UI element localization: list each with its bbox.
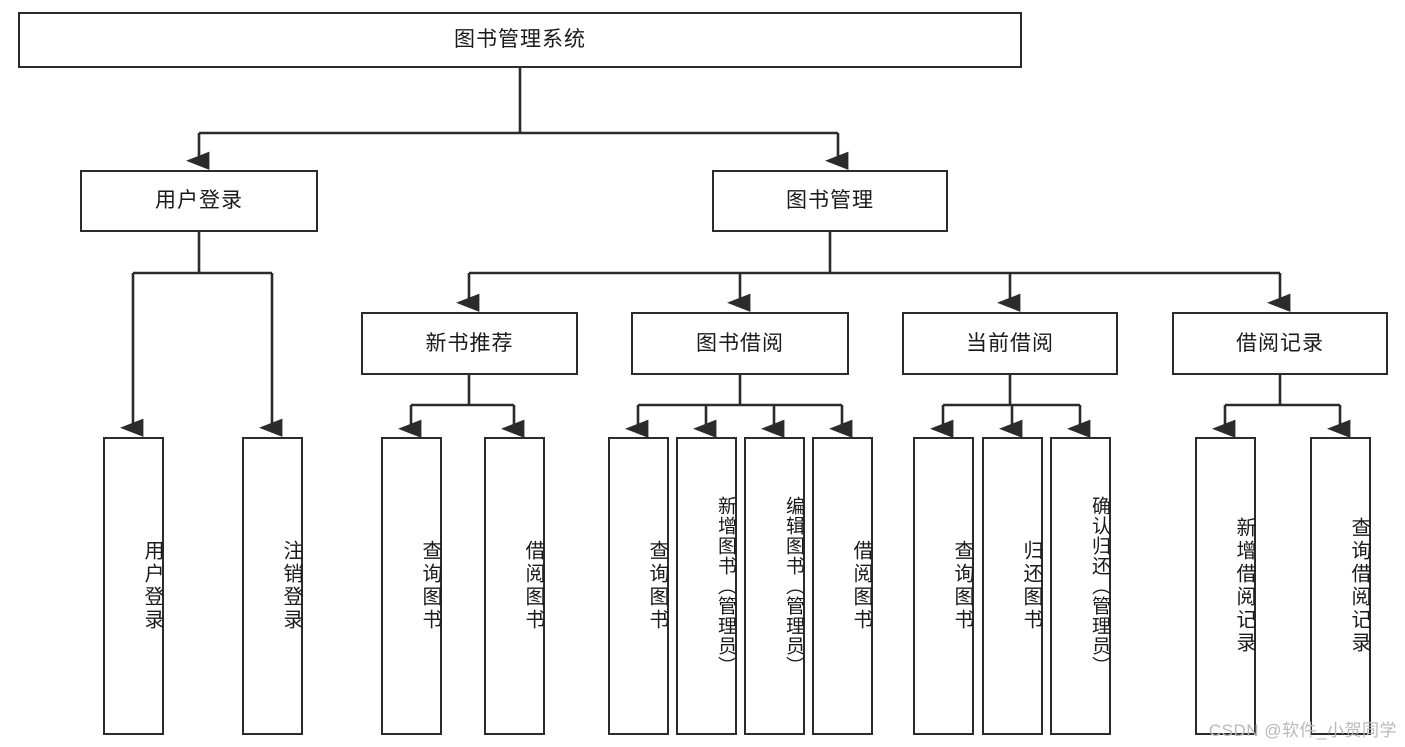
node-user-login[interactable]: 用户登录	[80, 170, 318, 232]
node-new-book-recommend[interactable]: 新书推荐	[361, 312, 578, 375]
node-label: 用户登录	[141, 540, 163, 632]
leaf-current-borrow-query-book[interactable]: 查询图书	[913, 437, 974, 735]
leaf-book-borrow-edit-book-admin[interactable]: 编辑图书（管理员）	[744, 437, 805, 735]
node-book-management[interactable]: 图书管理	[712, 170, 948, 232]
node-current-borrow[interactable]: 当前借阅	[902, 312, 1118, 375]
node-label: 新书推荐	[425, 331, 514, 355]
leaf-book-borrow-add-book-admin[interactable]: 新增图书（管理员）	[676, 437, 737, 735]
node-label: 注销登录	[280, 540, 302, 632]
node-label: 查询图书	[419, 540, 441, 632]
node-label: 借阅图书	[850, 540, 872, 632]
node-label: 借阅图书	[522, 540, 544, 632]
node-label: 当前借阅	[966, 331, 1054, 355]
node-label: 确认归还（管理员）	[1089, 496, 1110, 676]
leaf-new-book-borrow-book[interactable]: 借阅图书	[484, 437, 545, 735]
node-label: 新增借阅记录	[1233, 517, 1255, 655]
leaf-borrow-record-query-record[interactable]: 查询借阅记录	[1310, 437, 1371, 735]
node-label: 归还图书	[1020, 540, 1042, 632]
node-label: 编辑图书（管理员）	[783, 496, 804, 676]
leaf-logout[interactable]: 注销登录	[242, 437, 303, 735]
node-label: 图书管理	[786, 189, 874, 213]
node-label: 借阅记录	[1236, 331, 1324, 355]
leaf-book-borrow-query-book[interactable]: 查询图书	[608, 437, 669, 735]
leaf-new-book-query-book[interactable]: 查询图书	[381, 437, 442, 735]
leaf-book-borrow-borrow-book[interactable]: 借阅图书	[812, 437, 873, 735]
node-label: 用户登录	[155, 189, 243, 213]
leaf-user-login[interactable]: 用户登录	[103, 437, 164, 735]
node-label: 图书管理系统	[454, 28, 586, 52]
node-label: 新增图书（管理员）	[715, 496, 736, 676]
leaf-borrow-record-add-record[interactable]: 新增借阅记录	[1195, 437, 1256, 735]
node-label: 图书借阅	[696, 331, 784, 355]
node-book-borrow[interactable]: 图书借阅	[631, 312, 849, 375]
node-label: 查询借阅记录	[1348, 517, 1370, 655]
node-borrow-record[interactable]: 借阅记录	[1172, 312, 1388, 375]
node-label: 查询图书	[951, 540, 973, 632]
leaf-current-borrow-confirm-return-admin[interactable]: 确认归还（管理员）	[1050, 437, 1111, 735]
leaf-current-borrow-return-book[interactable]: 归还图书	[982, 437, 1043, 735]
node-root-book-management-system[interactable]: 图书管理系统	[18, 12, 1022, 68]
node-label: 查询图书	[646, 540, 668, 632]
